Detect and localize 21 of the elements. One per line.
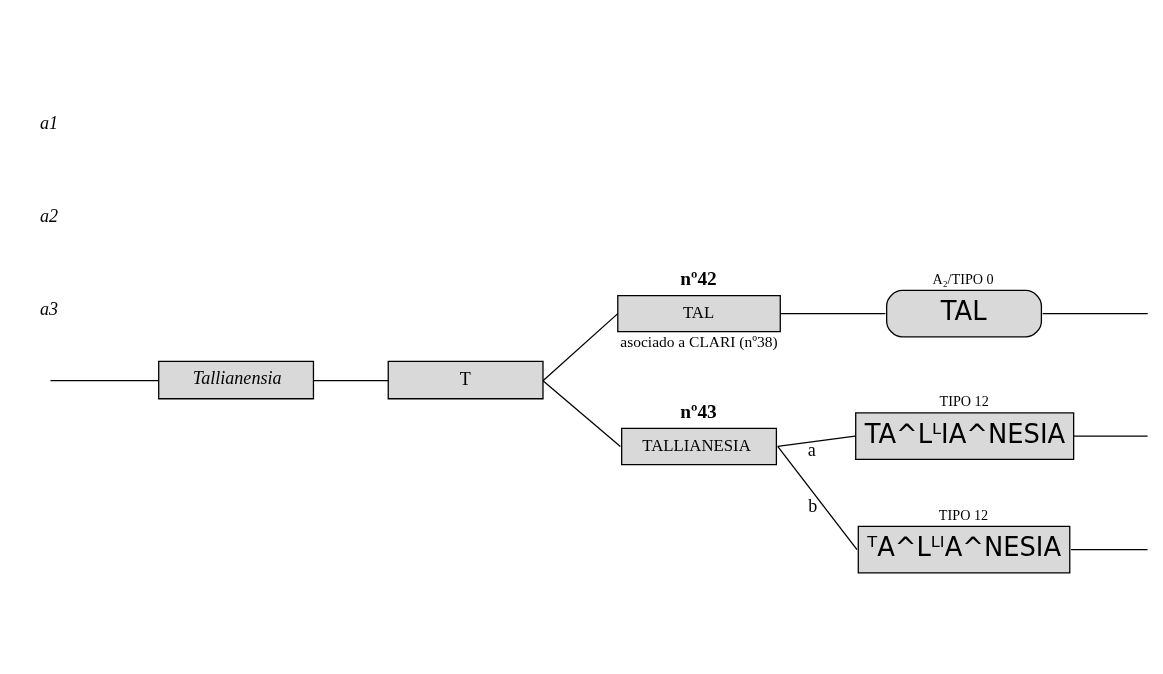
connector	[777, 445, 858, 550]
label: a2	[40, 205, 59, 226]
connector	[49, 379, 160, 381]
connector	[779, 312, 886, 314]
connector	[1042, 312, 1149, 314]
node-label: nº43	[680, 400, 717, 422]
node-label: TIPO 12	[938, 506, 989, 523]
connector	[1070, 548, 1149, 550]
connector	[312, 379, 389, 381]
connector	[542, 312, 619, 381]
label: a1	[40, 112, 59, 133]
connector	[777, 435, 856, 447]
edge-label: a	[807, 439, 816, 460]
node-label: A₂/TIPO 0	[932, 270, 994, 287]
label: a3	[40, 298, 59, 319]
edge-label: b	[808, 495, 818, 516]
node-label: asociado a CLARI (nº38)	[620, 332, 778, 350]
node-label: nº42	[680, 267, 717, 289]
connector	[1072, 435, 1149, 437]
connector	[542, 379, 621, 447]
node-label: TIPO 12	[939, 392, 989, 409]
